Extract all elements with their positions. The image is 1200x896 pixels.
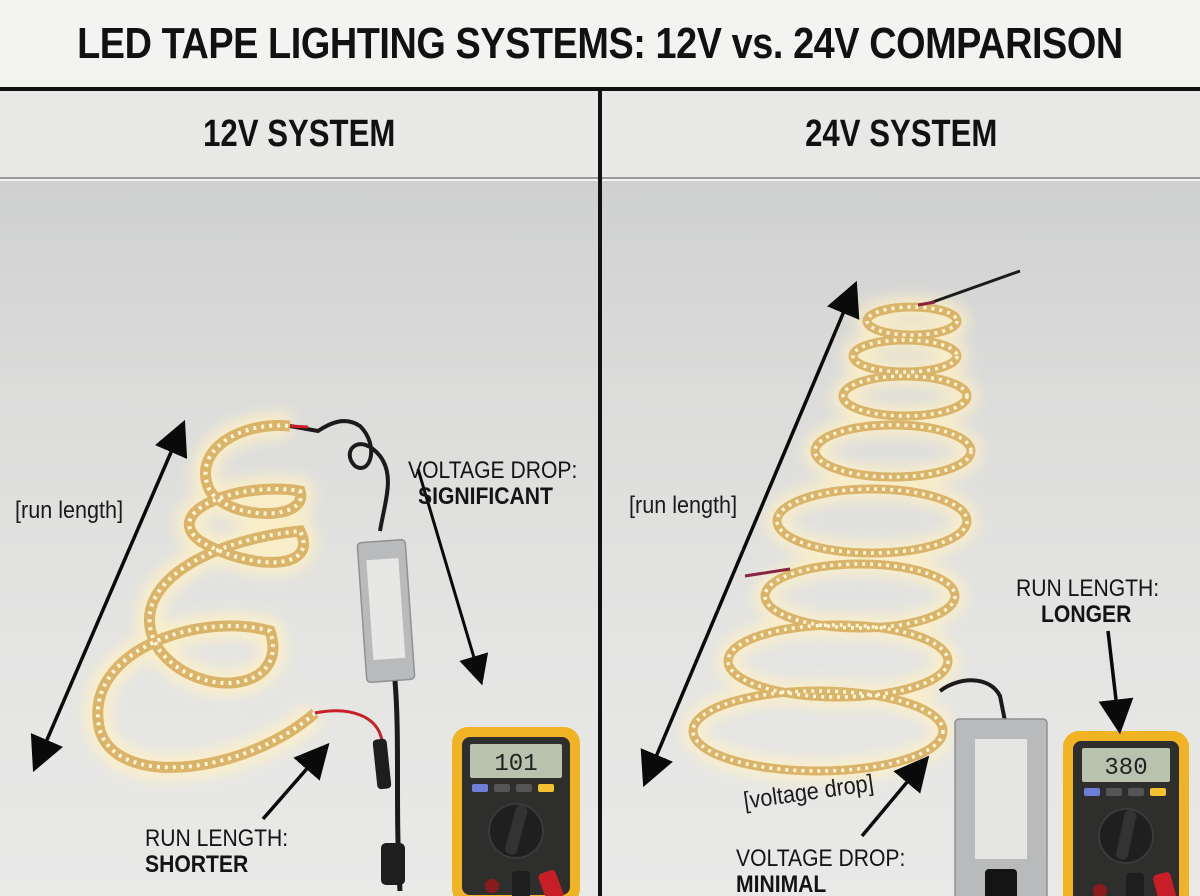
panel-heading-24v: 24V SYSTEM xyxy=(804,112,998,155)
run-length-caption-24v: RUN LENGTH: xyxy=(1016,575,1160,602)
run-length-bracket-label-24v: [run length] xyxy=(629,492,738,519)
multimeter-display-12v: 101 xyxy=(494,751,537,778)
power-supply-24v xyxy=(954,718,1048,896)
multimeter-24v: 380 xyxy=(1063,731,1189,896)
dc-cable-24v xyxy=(938,678,1007,722)
run-length-label-24v: RUN LENGTH: LONGER xyxy=(1016,576,1179,628)
page-title: LED TAPE LIGHTING SYSTEMS: 12V vs. 24V C… xyxy=(77,19,1123,68)
voltage-drop-arrow-24v xyxy=(860,755,930,838)
led-setup-illustration-24v: 380 xyxy=(640,269,1189,896)
panel-divider xyxy=(598,87,602,896)
run-length-label-12v: RUN LENGTH: SHORTER xyxy=(145,826,308,878)
coiled-cable xyxy=(289,419,390,532)
ferrite-core xyxy=(381,843,405,885)
panel-12v: 12V SYSTEM xyxy=(0,91,598,896)
dc-connector xyxy=(372,738,392,790)
voltage-drop-label-24v: VOLTAGE DROP: MINIMAL xyxy=(736,846,928,896)
input-wire-24v xyxy=(929,269,1021,305)
panel-heading-12v: 12V SYSTEM xyxy=(202,112,396,155)
title-bar: LED TAPE LIGHTING SYSTEMS: 12V vs. 24V C… xyxy=(0,0,1200,88)
panel-header-12v: 12V SYSTEM xyxy=(0,91,598,179)
led-strip-24v xyxy=(682,296,982,782)
multimeter-12v: 101 xyxy=(452,727,580,896)
run-length-value-24v: LONGER xyxy=(1041,601,1132,628)
scene-24v: 380 [run length] [voltage drop] VOLTAGE … xyxy=(602,181,1200,896)
voltage-drop-label-12v: VOLTAGE DROP: SIGNIFICANT xyxy=(408,458,598,510)
voltage-drop-arrow xyxy=(416,468,489,686)
voltage-drop-caption-24v: VOLTAGE DROP: xyxy=(736,845,906,872)
red-wire-end xyxy=(314,709,384,742)
run-length-value-12v: SHORTER xyxy=(145,851,249,878)
voltage-drop-caption-12v: VOLTAGE DROP: xyxy=(408,457,578,484)
scene-12v: 101 [run length] VOLTAGE DROP: SIGNIFICA… xyxy=(0,181,598,896)
panel-header-24v: 24V SYSTEM xyxy=(602,91,1200,179)
multimeter-display-24v: 380 xyxy=(1104,755,1147,782)
run-length-double-arrow-24v xyxy=(640,280,860,788)
voltage-drop-value-12v: SIGNIFICANT xyxy=(418,483,553,510)
run-length-arrow xyxy=(261,742,330,821)
voltage-drop-value-24v: MINIMAL xyxy=(736,871,827,896)
run-length-double-arrow xyxy=(30,419,188,773)
run-length-caption-12v: RUN LENGTH: xyxy=(145,825,289,852)
power-supply-12v xyxy=(356,539,416,683)
red-wire xyxy=(289,424,309,429)
panel-24v: 24V SYSTEM xyxy=(602,91,1200,896)
led-setup-illustration-12v: 101 xyxy=(30,412,580,896)
run-length-bracket-label-12v: [run length] xyxy=(15,497,124,524)
run-length-arrow-24v xyxy=(1098,630,1134,735)
